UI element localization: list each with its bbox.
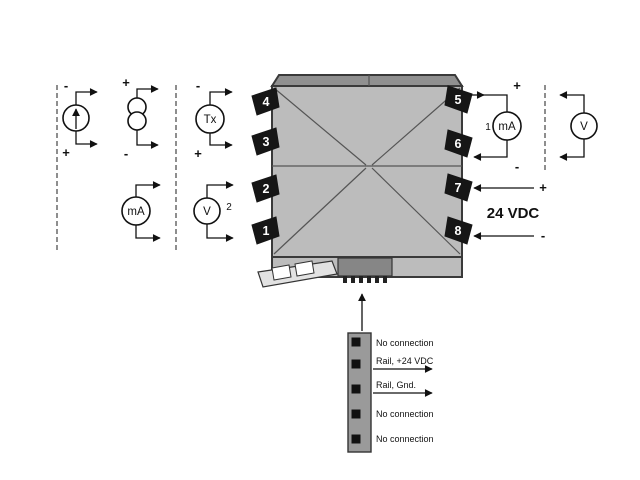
current-source-1-symbol: - + bbox=[62, 78, 98, 160]
pin-5 bbox=[351, 434, 361, 444]
terminal-5: 5 bbox=[444, 85, 473, 114]
dashed-separators bbox=[56, 85, 546, 252]
source1-top-sign: - bbox=[64, 78, 68, 93]
terminal-3-number: 3 bbox=[263, 135, 270, 149]
power-label: 24 VDC bbox=[487, 205, 540, 222]
source2-top-sign: + bbox=[122, 75, 130, 90]
ma-meter-left-label: mA bbox=[127, 206, 145, 218]
transmitter-bottom-sign: + bbox=[194, 146, 202, 161]
pin-5-label: No connection bbox=[376, 434, 434, 444]
terminal-1: 1 bbox=[251, 216, 280, 245]
v-meter-left-symbol: V 2 bbox=[193, 181, 234, 242]
power-plus-sign: + bbox=[539, 180, 547, 195]
terminal-4-number: 4 bbox=[263, 95, 270, 109]
device-top-band bbox=[270, 74, 464, 87]
v-meter-left-label: V bbox=[203, 206, 211, 218]
v-meter-left-tag: 2 bbox=[226, 202, 232, 213]
ma-meter-left-symbol: mA bbox=[121, 181, 161, 242]
ma-meter-right-label: mA bbox=[498, 121, 516, 133]
pin-strip: No connection Rail, +24 VDC Rail, Gnd. N… bbox=[347, 332, 434, 453]
power-minus-sign: - bbox=[541, 228, 545, 243]
terminal-3: 3 bbox=[251, 127, 280, 156]
terminal-2: 2 bbox=[251, 174, 280, 203]
v-meter-right-label: V bbox=[580, 121, 588, 133]
pin-4-label: No connection bbox=[376, 409, 434, 419]
pin-4 bbox=[351, 409, 361, 419]
current-source-2-symbol: + - bbox=[122, 75, 159, 161]
transmitter-symbol: Tx - + bbox=[194, 78, 233, 161]
terminal-7-number: 7 bbox=[455, 181, 462, 195]
bus-connector bbox=[337, 257, 393, 283]
pin-1 bbox=[351, 337, 361, 347]
terminal-8: 8 bbox=[444, 216, 473, 245]
pin-2 bbox=[351, 359, 361, 369]
terminal-7: 7 bbox=[444, 173, 473, 202]
device-body bbox=[270, 74, 464, 278]
source2-bottom-sign: - bbox=[124, 146, 128, 161]
terminal-4: 4 bbox=[251, 87, 280, 116]
terminal-8-number: 8 bbox=[455, 224, 462, 238]
pin-2-label: Rail, +24 VDC bbox=[376, 356, 434, 366]
ma-meter-right-plus: + bbox=[513, 78, 521, 93]
terminal-5-number: 5 bbox=[455, 93, 462, 107]
v-meter-right-symbol: V bbox=[559, 91, 598, 161]
pin-1-label: No connection bbox=[376, 338, 434, 348]
power-supply-section: + - 24 VDC bbox=[473, 180, 547, 243]
terminal-6: 6 bbox=[444, 129, 473, 158]
dual-circle-icon-bottom bbox=[127, 111, 147, 131]
ma-meter-right-minus: - bbox=[515, 159, 519, 174]
source1-bottom-sign: + bbox=[62, 145, 70, 160]
terminal-2-number: 2 bbox=[263, 182, 270, 196]
din-rail-clip bbox=[257, 260, 338, 288]
pin-3-label: Rail, Gnd. bbox=[376, 380, 416, 390]
ma-meter-right-tag: 1 bbox=[485, 122, 491, 133]
pin-3 bbox=[351, 384, 361, 394]
terminal-6-number: 6 bbox=[455, 137, 462, 151]
ma-meter-right-symbol: mA 1 + - bbox=[470, 78, 522, 174]
transmitter-label: Tx bbox=[204, 114, 217, 126]
terminal-1-number: 1 bbox=[263, 224, 270, 238]
transmitter-top-sign: - bbox=[196, 78, 200, 93]
